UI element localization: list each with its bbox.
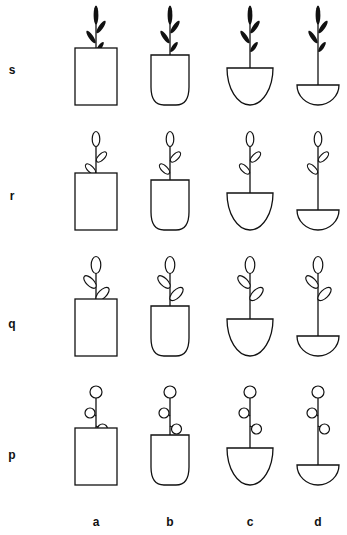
potted-plant [227, 132, 273, 231]
column-label: c [247, 516, 254, 528]
potted-plant [151, 257, 189, 357]
potted-plant [75, 6, 117, 106]
potted-plant [151, 386, 189, 485]
potted-plant [297, 132, 339, 231]
potted-plant [151, 6, 189, 106]
potted-plant [297, 257, 339, 357]
row-label: r [10, 190, 15, 202]
row-label: p [8, 449, 15, 461]
row-label: q [8, 318, 15, 330]
potted-plant [227, 6, 273, 106]
potted-plant [297, 6, 339, 106]
potted-plant [227, 257, 273, 357]
column-label: a [93, 516, 100, 528]
column-label: b [166, 516, 173, 528]
potted-plant [75, 257, 117, 357]
potted-plant [75, 386, 117, 485]
potted-plant [151, 132, 189, 231]
row-label: s [9, 64, 16, 76]
potted-plant [227, 386, 273, 485]
potted-plant [75, 132, 117, 231]
potted-plant [297, 386, 339, 485]
column-label: d [314, 516, 321, 528]
